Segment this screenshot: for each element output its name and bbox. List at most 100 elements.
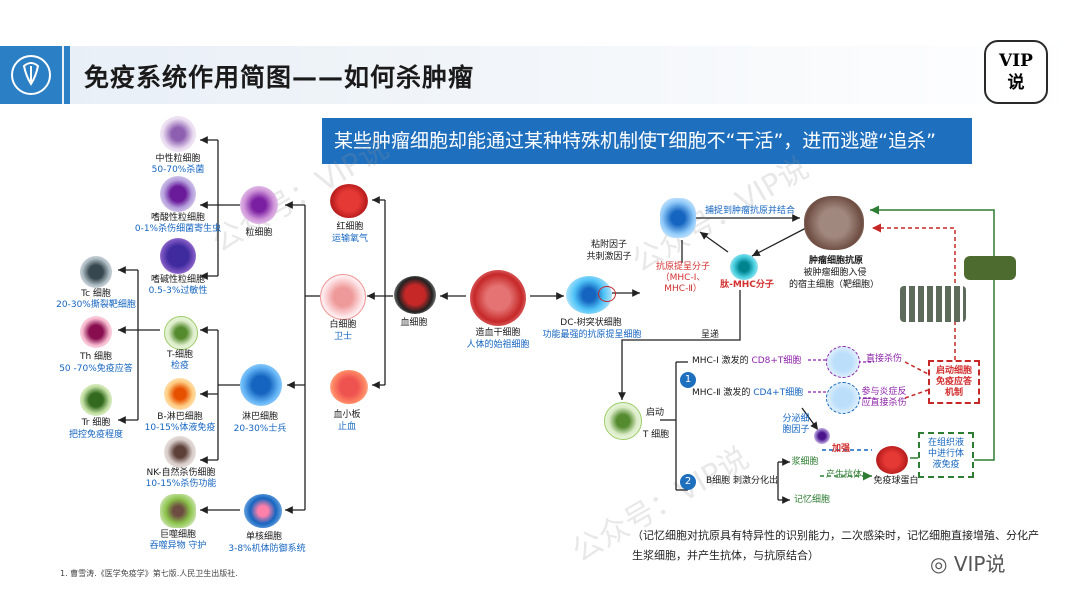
- basophil-icon: [160, 238, 196, 274]
- red-blood-cell-icon: [330, 184, 368, 218]
- t-cell-icon: [164, 316, 198, 350]
- cytokine-label-1: 分泌细: [782, 414, 810, 424]
- present-label: 呈递: [700, 330, 719, 340]
- footnote: 1. 曹雪涛.《医学免疫学》第七版.人民卫生出版社.: [60, 569, 238, 578]
- peptide-mhc-icon: [730, 254, 758, 280]
- enhance-label: 加强: [831, 444, 850, 454]
- th-cell-desc: 50 -70%免疫应答: [59, 364, 133, 374]
- mhc2-label: MHC-Ⅱ 激发的 CD4+T细胞: [692, 388, 803, 399]
- activate-label-2: T 细胞: [642, 430, 670, 440]
- b-cell-name: B-淋巴细胞: [157, 412, 203, 422]
- b-cell-desc: 10-15%体液免疫: [144, 423, 216, 433]
- activate-label-1: 启动: [645, 408, 664, 418]
- tc-cell-icon: [80, 256, 112, 288]
- lymphocyte-name: 淋巴细胞: [241, 412, 278, 422]
- plasma-label: 浆细胞: [791, 457, 819, 467]
- memory-note: （记忆细胞对抗原具有特异性的识别能力，二次感染时，记忆细胞直接增殖、分化产生浆细…: [632, 529, 1039, 562]
- tr-cell-name: Tr 细胞: [81, 418, 111, 428]
- platelet-desc: 止血: [337, 422, 356, 432]
- granulocyte-name: 粒细胞: [245, 228, 273, 238]
- start-immune-box: 启动细胞 免疫应答 机制: [928, 360, 980, 404]
- vip-badge-line2: 说: [1007, 73, 1025, 93]
- app-logo-icon: [0, 46, 62, 104]
- antibody-label: 产生抗体: [825, 470, 862, 480]
- peptide-mhc-label: 肽-MHC分子: [720, 280, 774, 290]
- cytokine-icon: [814, 428, 830, 444]
- neutrophil-desc: 50-70%杀菌: [151, 165, 205, 175]
- lymphocyte-icon: [240, 364, 282, 406]
- tumor-antigen-desc-1: 被肿瘤细胞入侵: [803, 268, 867, 278]
- tumor-cell-icon: [804, 196, 864, 250]
- tank-icon: [964, 256, 1016, 280]
- direct-kill-label: 直接杀伤: [865, 354, 902, 364]
- basophil-desc: 0.5-3%过敏性: [148, 286, 208, 296]
- neutrophil-icon: [160, 116, 196, 152]
- bcell-stim-label: B细胞 刺激分化出: [706, 476, 779, 486]
- stem-cell-icon: [470, 270, 526, 326]
- title-accent-stripe: [64, 46, 70, 104]
- red-blood-cell-name: 红细胞: [336, 222, 364, 232]
- apm-label-2: （MHC-Ⅰ、: [660, 273, 706, 283]
- tr-cell-desc: 把控免疫程度: [68, 430, 123, 440]
- stem-cell-desc: 人体的始祖细胞: [466, 340, 530, 350]
- platelet-name: 血小板: [333, 410, 361, 420]
- platelet-icon: [330, 370, 368, 404]
- macrophage-name: 巨噬细胞: [159, 530, 196, 540]
- tc-cell-desc: 20-30%撕裂靶细胞: [56, 300, 136, 310]
- white-blood-cell-desc: 卫士: [333, 332, 352, 342]
- humoral-box: 在组织液 中进行体 液免疫: [918, 432, 974, 478]
- title-bar: [0, 46, 1080, 104]
- eosinophil-desc: 0-1%杀伤细菌寄生虫: [134, 224, 222, 234]
- apm-label-1: 抗原提呈分子: [655, 262, 710, 272]
- apm-label-3: MHC-Ⅱ）: [664, 284, 702, 294]
- macrophage-icon: [160, 494, 196, 528]
- adhesion-label-2: 共刺激因子: [586, 252, 632, 262]
- start-immune-1: 启动细胞: [935, 366, 972, 376]
- assist-label-2: 应直接杀伤: [861, 398, 907, 408]
- tr-cell-icon: [80, 384, 112, 416]
- white-blood-cell-icon: [320, 274, 366, 320]
- start-immune-2: 免疫应答: [935, 377, 972, 387]
- assist-label-1: 参与炎症反: [861, 387, 907, 397]
- wechat-icon: ◎: [930, 552, 954, 576]
- blood-cell-icon: [394, 276, 436, 314]
- humoral-2: 中进行体: [927, 449, 964, 459]
- white-blood-cell-name: 白细胞: [329, 320, 357, 330]
- tc-cell-name: Tc 细胞: [81, 289, 111, 299]
- immunoglobulin-icon: [876, 446, 908, 474]
- monocyte-icon: [244, 494, 282, 528]
- mhc2-prefix: MHC-Ⅱ 激发的: [692, 388, 754, 398]
- banner: 某些肿瘤细胞却能通过某种特殊机制使T细胞不“干活”，进而逃避“追杀”: [322, 118, 972, 164]
- soldiers-icon: [900, 286, 966, 322]
- cytokine-label-2: 胞因子: [782, 425, 810, 435]
- monocyte-name: 单核细胞: [245, 532, 282, 542]
- basophil-name: 嗜碱性粒细胞: [150, 275, 205, 285]
- mhc1-prefix: MHC-Ⅰ 激发的: [692, 356, 752, 366]
- b-cell-icon: [164, 378, 196, 410]
- th-cell-name: Th 细胞: [79, 352, 113, 362]
- nk-cell-name: NK-自然杀伤细胞: [146, 468, 216, 478]
- page-title: 免疫系统作用简图——如何杀肿瘤: [84, 63, 475, 92]
- t-cell-start-icon: [604, 402, 642, 440]
- dendritic-cell-desc: 功能最强的抗原提呈细胞: [542, 330, 642, 340]
- eosinophil-icon: [160, 176, 196, 212]
- wechat-text: VIP说: [953, 552, 1006, 576]
- step-1-badge: 1: [680, 372, 696, 388]
- red-blood-cell-desc: 运输氧气: [331, 234, 368, 244]
- th-cell-icon: [80, 316, 112, 348]
- cd8-t-cell-icon: [826, 346, 860, 378]
- monocyte-desc: 3-8%机体防御系统: [228, 544, 306, 554]
- capture-label: 捕捉到肿瘤抗原并结合: [704, 206, 795, 216]
- t-cell-name: T-细胞: [167, 350, 193, 360]
- wechat-label: ◎ VIP说: [930, 548, 1005, 577]
- humoral-1: 在组织液: [927, 438, 964, 448]
- vip-badge: VIP 说: [984, 40, 1048, 104]
- stem-cell-name: 造血干细胞: [475, 328, 521, 338]
- mhc2-cell: CD4+T细胞: [753, 388, 804, 398]
- adhesion-marker-icon: [598, 286, 616, 302]
- blood-cell-name: 血细胞: [400, 318, 428, 328]
- neutrophil-name: 中性粒细胞: [155, 154, 201, 164]
- macrophage-desc: 吞噬异物 守护: [149, 541, 207, 551]
- tumor-antigen-desc-2: 的宿主细胞（靶细胞）: [788, 280, 879, 290]
- cd4-t-cell-icon: [826, 382, 860, 414]
